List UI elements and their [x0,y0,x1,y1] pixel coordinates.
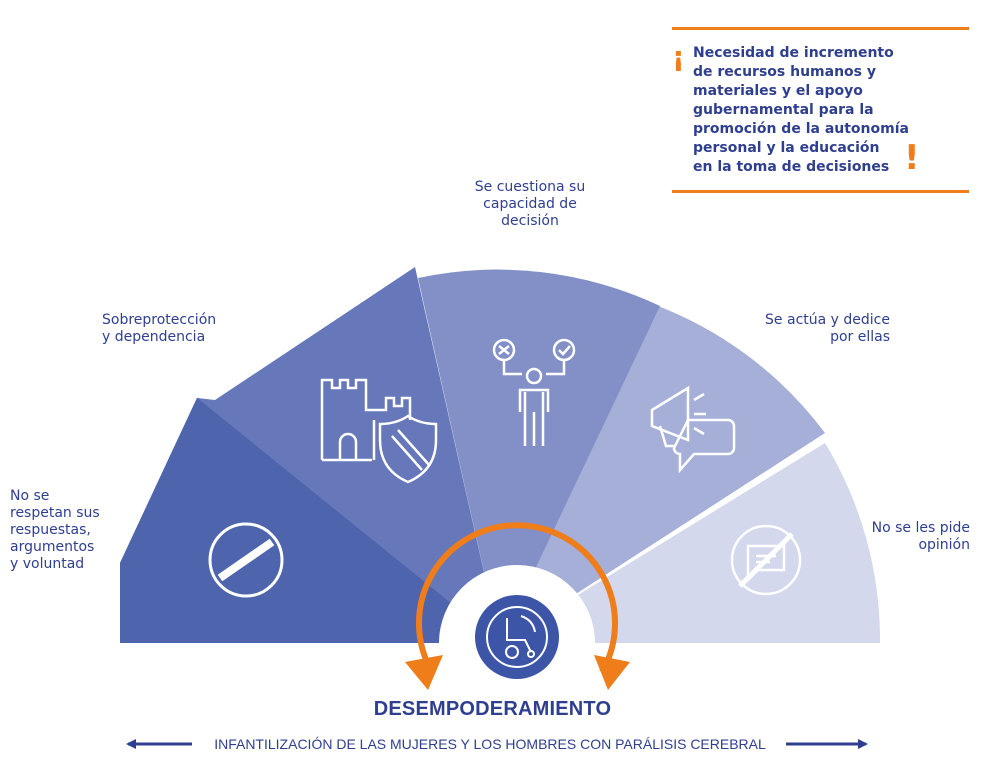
no-speech-icon [730,524,802,596]
segment-label-3: Se cuestiona su capacidad de decisión [474,179,586,229]
castle-shield-icon [320,378,438,484]
close-exclamation: ! [904,138,920,178]
segment-label-5: No se les pide opinión [871,520,970,553]
note-text: Necesidad de incremento de recursos huma… [693,45,909,175]
wheelchair-icon [475,595,559,679]
segment-1-body [120,398,500,643]
open-exclamation: ¡ [672,40,685,73]
segment-5 [500,443,881,643]
prohibited-icon [208,522,284,598]
right-arrowhead [594,655,630,690]
bottom-axis-label: INFANTILIZACIÓN DE LAS MUJERES Y LOS HOM… [214,736,766,752]
segment-label-4: Se actúa y dedice por ellas [765,312,890,345]
segment-label-1: No se respetan sus respuestas, argumento… [10,488,100,572]
segment-2 [197,267,500,643]
megaphone-speech-icon [650,385,736,474]
segment-4 [500,303,825,643]
left-arrowhead [405,655,443,690]
note-box: ¡ Necesidad de incremento de recursos hu… [672,27,969,193]
segment-label-2: Sobreprotección y dependencia [102,312,217,345]
diagram-title: DESEMPODERAMIENTO [373,698,612,720]
segment-3 [418,269,660,643]
person-choice-icon [492,338,576,446]
orange-arc-arrow [416,522,618,674]
